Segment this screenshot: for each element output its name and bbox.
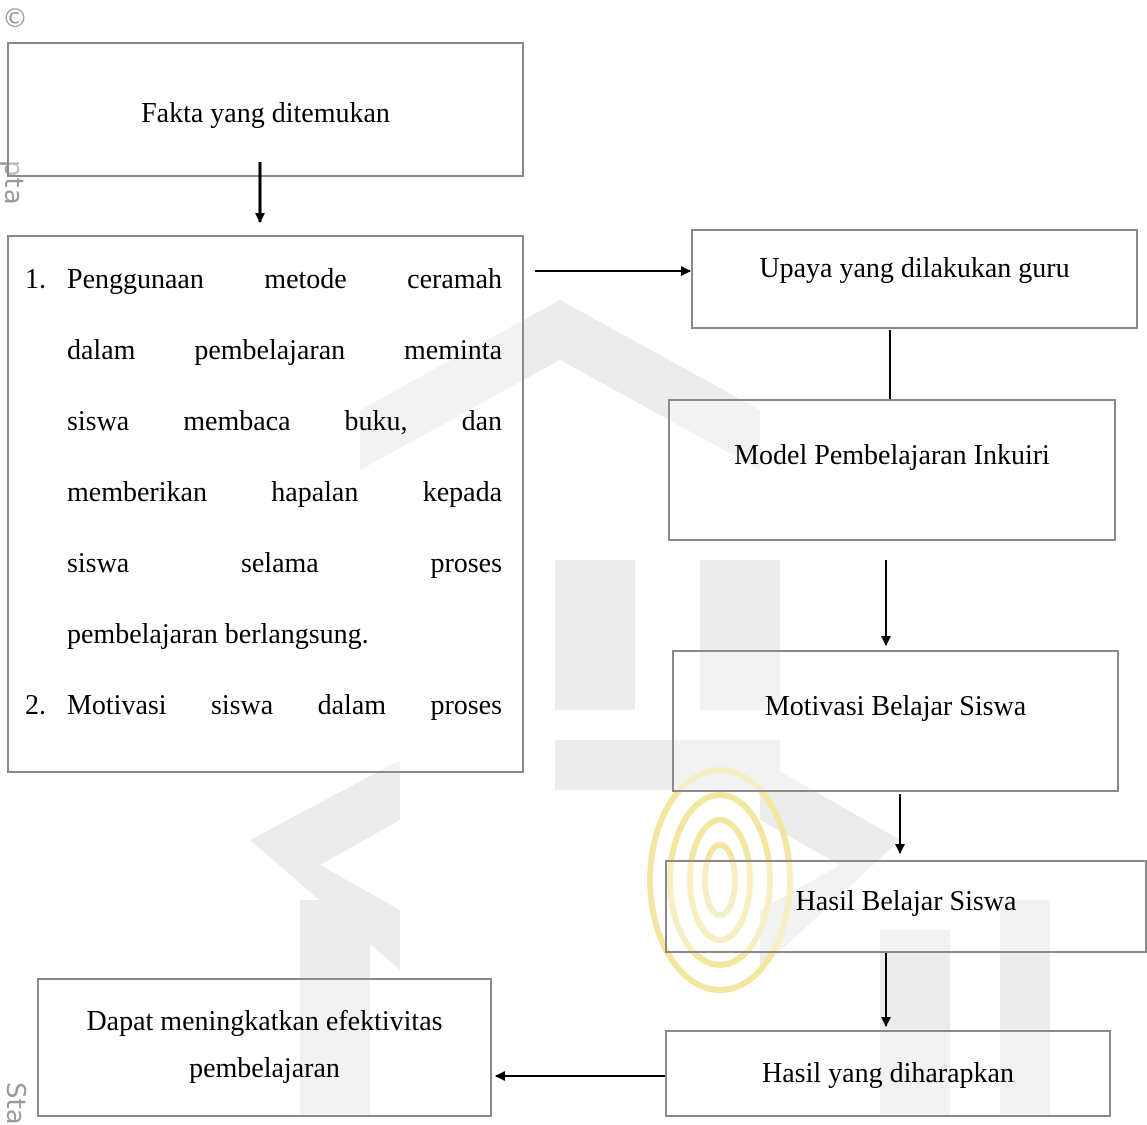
list-item-1-line-5: siswa selama proses bbox=[67, 548, 502, 579]
list-item-1-line-6: pembelajaran berlangsung. bbox=[67, 619, 369, 650]
box-motivasi-belajar: Motivasi Belajar Siswa bbox=[672, 650, 1119, 792]
list-item-1-line-2: dalam pembelajaran meminta bbox=[67, 335, 502, 366]
list-number-2: 2. bbox=[25, 690, 46, 721]
list-item-1: 1. Penggunaan metode ceramah dalam pembe… bbox=[25, 244, 502, 670]
box-dapat-line-2: pembelajaran bbox=[189, 1053, 340, 1084]
box-dapat-meningkatkan: Dapat meningkatkan efektivitas pembelaja… bbox=[37, 978, 492, 1117]
list-item-1-line-3: siswa membaca buku, dan bbox=[67, 406, 502, 437]
box-motivasi-label: Motivasi Belajar Siswa bbox=[764, 691, 1027, 722]
list-item-1-line-4: memberikan hapalan kepada bbox=[67, 477, 502, 508]
box-upaya-label: Upaya yang dilakukan guru bbox=[759, 253, 1070, 284]
box-fakta-label: Fakta yang ditemukan bbox=[141, 98, 390, 129]
box-hasil-harapan-label: Hasil yang diharapkan bbox=[762, 1058, 1014, 1089]
box-hasil-belajar: Hasil Belajar Siswa bbox=[665, 860, 1147, 953]
box-fakta-yang-ditemukan: Fakta yang ditemukan bbox=[7, 42, 524, 177]
list-item-2-line-1: Motivasi siswa dalam proses bbox=[67, 690, 502, 721]
list-item-1-text: Penggunaan metode ceramah dalam pembelaj… bbox=[67, 244, 502, 670]
box-hasil-harapan: Hasil yang diharapkan bbox=[665, 1030, 1111, 1117]
list-number-1: 1. bbox=[25, 264, 46, 295]
box-facts-list: 1. Penggunaan metode ceramah dalam pembe… bbox=[7, 235, 524, 773]
box-dapat-line-1: Dapat meningkatkan efektivitas bbox=[86, 1006, 443, 1037]
copyright-symbol: © bbox=[2, 4, 28, 34]
box-hasil-belajar-label: Hasil Belajar Siswa bbox=[795, 886, 1017, 917]
margin-text-bottom: Sta bbox=[0, 1082, 30, 1125]
box-upaya-guru: Upaya yang dilakukan guru bbox=[691, 229, 1138, 329]
list-item-1-line-1: Penggunaan metode ceramah bbox=[67, 264, 502, 295]
facts-list: 1. Penggunaan metode ceramah dalam pembe… bbox=[25, 244, 502, 741]
box-model-label: Model Pembelajaran Inkuiri bbox=[734, 440, 1050, 471]
box-model-inkuiri: Model Pembelajaran Inkuiri bbox=[668, 399, 1116, 541]
list-item-2-text: Motivasi siswa dalam proses bbox=[67, 670, 502, 741]
list-item-2: 2. Motivasi siswa dalam proses bbox=[25, 670, 502, 741]
